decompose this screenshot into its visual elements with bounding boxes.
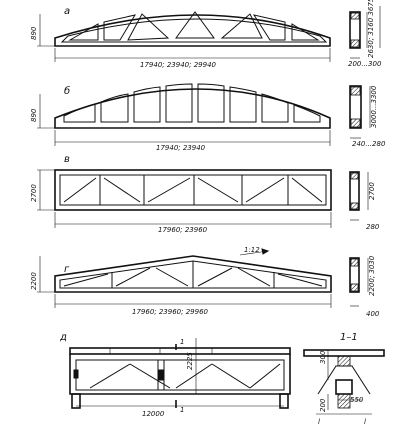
truss-g-section-width: 400 [366,310,380,318]
truss-g-outline [54,255,332,293]
truss-a-section [349,11,361,49]
section-1-1-dim-width: 550 [350,396,364,404]
truss-v-section-height: 2700 [368,182,376,200]
section-1-1-dim-l1: l [318,418,320,426]
truss-v-height-label: 2700 [30,184,38,202]
truss-v-section-width: 280 [366,223,380,231]
truss-d-letter: д [59,332,67,343]
truss-d-outline [69,354,291,395]
truss-g-span-label: 17960; 23960; 29960 [132,308,209,316]
truss-d-roof-slab [69,347,291,355]
truss-g-section-height: 2200; 3030 [368,255,376,296]
truss-a-height-label: 890 [30,26,38,40]
truss-g-diagonals [63,267,323,287]
truss-g: г 1:12 2200 17960; 23960; 29960 2200; 30… [30,246,380,318]
truss-b: б 890 17940; 23940 3000...3300 240...280 [30,83,386,152]
truss-b-height-label: 890 [30,108,38,122]
truss-d-left-support [71,393,81,409]
section-1-1-dim-l2: l [364,418,366,426]
truss-g-slope: 1:12 [244,246,260,254]
truss-v: в 2700 17960; 23960 2700 280 [30,154,380,234]
truss-v-outline [54,169,332,211]
truss-d-span-label: 12000 [142,410,165,418]
truss-b-span-label: 17940; 23940 [156,144,206,152]
truss-v-span-label: 17960; 23960 [158,226,208,234]
truss-g-letter: г [64,264,70,275]
truss-d: д 1 1 2225 12000 1–1 300 [59,332,385,426]
section-1-1-title: 1–1 [340,332,358,343]
truss-b-section-width: 240...280 [352,140,386,148]
truss-a-outline [54,14,331,47]
section-1-1-dim-bottom: 200 [319,398,327,412]
truss-g-height-label: 2200 [30,272,38,290]
truss-b-letter: б [64,85,70,97]
truss-d-diagonals [89,363,281,389]
truss-d-height-label: 2225 [186,352,194,370]
truss-a-letter: а [64,6,70,17]
truss-d-section-mark-bottom: 1 [180,406,184,414]
truss-d-right-support [279,393,289,409]
truss-v-letter: в [64,154,70,165]
truss-b-section-height: 3000...3300 [370,85,378,128]
section-1-1-slab [303,349,385,357]
truss-a-inner-chord [60,18,328,43]
truss-b-section [349,85,362,129]
truss-a-section-height: 2630; 3160 3675 [367,0,375,58]
truss-g-section [349,257,360,293]
truss-a-section-width: 200...300 [348,60,382,68]
truss-a-span-label: 17940; 23940; 29940 [140,61,217,69]
truss-v-section [349,171,360,211]
truss-d-section-mark-top: 1 [180,338,184,346]
truss-a: а 890 17940; 23940; 29940 2630; 3160 367… [30,0,382,69]
section-1-1-chord [335,379,353,395]
section-1-1-dim-top: 300 [319,350,327,364]
truss-a-web-openings [68,11,320,41]
truss-v-diagonals [63,177,323,203]
